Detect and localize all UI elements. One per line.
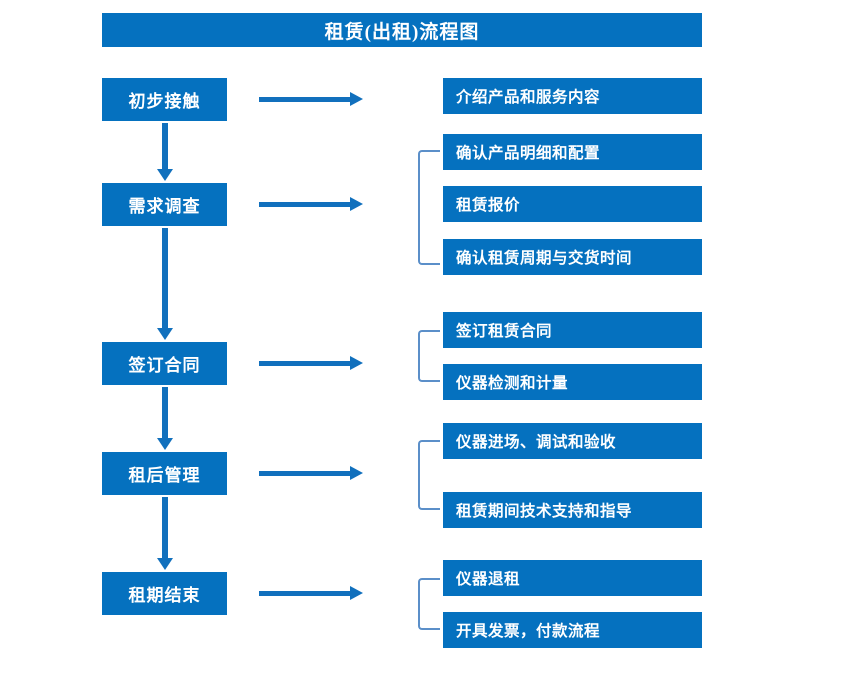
horizontal-arrow-lease-end [259,586,363,600]
vertical-arrow-contract-to-management [157,387,173,450]
group-bracket-demand-survey [418,150,440,265]
vertical-arrow-survey-to-contract [157,228,173,340]
vertical-arrow-management-to-end [157,497,173,570]
stage-box-sign-contract: 签订合同 [102,342,227,385]
group-bracket-sign-contract [418,330,440,382]
stage-box-demand-survey: 需求调查 [102,183,227,226]
detail-box-sign-lease-contract: 签订租赁合同 [443,312,702,348]
vertical-arrow-initial-to-survey [157,123,173,181]
detail-box-rental-quotation: 租赁报价 [443,186,702,222]
detail-box-instrument-return: 仪器退租 [443,560,702,596]
detail-box-instrument-entry-commissioning-acceptance: 仪器进场、调试和验收 [443,423,702,459]
group-bracket-lease-end [418,578,440,630]
stage-box-post-rental-management: 租后管理 [102,452,227,495]
stage-box-initial-contact: 初步接触 [102,78,227,121]
group-bracket-post-rental-management [418,440,440,510]
horizontal-arrow-initial-contact [259,92,363,106]
detail-box-invoice-payment-process: 开具发票，付款流程 [443,612,702,648]
stage-box-lease-end: 租期结束 [102,572,227,615]
page-title: 租赁(出租)流程图 [102,13,702,47]
detail-box-confirm-product-details: 确认产品明细和配置 [443,134,702,170]
detail-box-technical-support-during-lease: 租赁期间技术支持和指导 [443,492,702,528]
horizontal-arrow-sign-contract [259,356,363,370]
detail-box-confirm-lease-period-delivery: 确认租赁周期与交货时间 [443,239,702,275]
detail-box-introduce-products: 介绍产品和服务内容 [443,78,702,114]
horizontal-arrow-post-rental-management [259,466,363,480]
horizontal-arrow-demand-survey [259,197,363,211]
detail-box-instrument-inspection-metering: 仪器检测和计量 [443,364,702,400]
